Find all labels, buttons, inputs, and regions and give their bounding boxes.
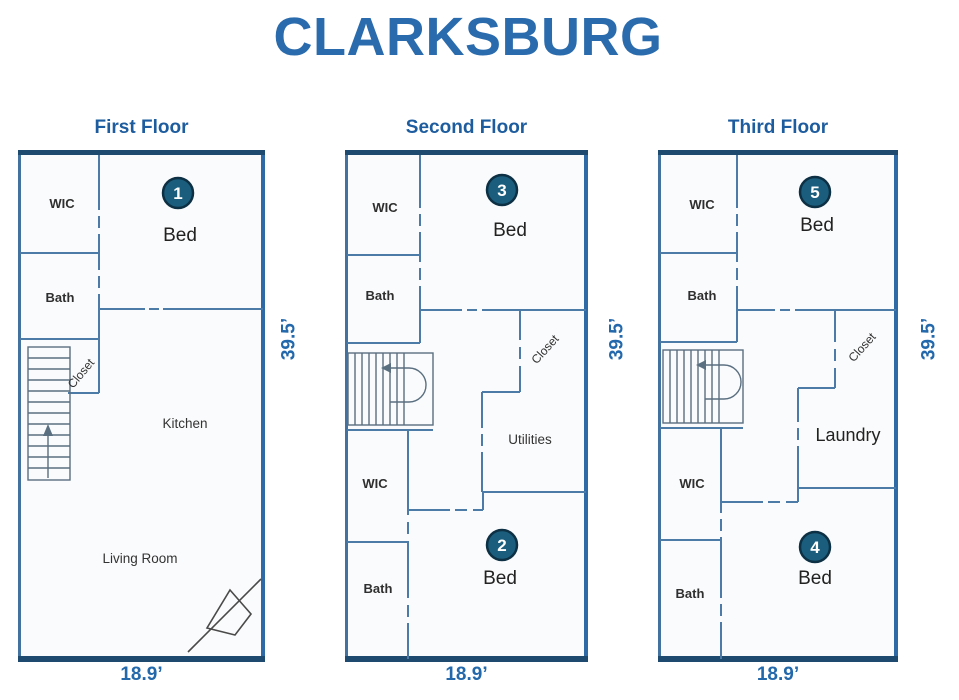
outer-walls [345, 150, 588, 662]
room-label-laundry: Laundry [815, 425, 880, 445]
stairs-icon [27, 346, 71, 481]
room-label-bath-upper: Bath [688, 288, 717, 303]
room-label-kitchen: Kitchen [162, 416, 207, 431]
room-label-bed-upper: Bed [493, 220, 527, 241]
first-floor-plan: WIC Bath Closet Kitchen Living Room 1 Be… [18, 150, 265, 662]
room-label-bed-upper: Bed [800, 215, 834, 236]
first-floor-width-dimension: 18.9’ [120, 664, 163, 685]
third-floor-plan: WIC Bath Closet Laundry WIC Bath 5 Bed 4… [658, 150, 898, 662]
room-label-bath-lower: Bath [676, 586, 705, 601]
second-floor-height-dimension: 39.5’ [606, 317, 628, 361]
second-floor-width-dimension: 18.9’ [445, 664, 488, 685]
first-floor-title: First Floor [94, 117, 189, 138]
second-floor-title: Second Floor [405, 117, 528, 138]
bed-number-badge [161, 176, 195, 210]
room-label-bath: Bath [46, 290, 75, 305]
stairs-icon [347, 352, 434, 426]
room-label-bed: Bed [163, 225, 197, 246]
bed-number-badge [798, 175, 832, 209]
bed-number: 4 [810, 538, 820, 557]
third-floor-height-dimension: 39.5’ [918, 317, 940, 361]
bed-number: 5 [810, 183, 819, 202]
interior-walls [347, 155, 586, 659]
stairs-icon [662, 349, 744, 424]
room-label-wic-upper: WIC [689, 197, 715, 212]
third-floor-title: Third Floor [727, 117, 829, 138]
bed-number: 1 [173, 184, 182, 203]
room-label-bed-lower: Bed [483, 568, 517, 589]
entry-door-icon [187, 578, 262, 653]
room-label-wic: WIC [49, 196, 75, 211]
second-floor-plan: WIC Bath Closet Utilities WIC Bath 3 Bed… [345, 150, 588, 662]
room-label-wic-upper: WIC [372, 200, 398, 215]
bed-number: 3 [497, 181, 506, 200]
bed-number-badge [485, 173, 519, 207]
room-label-bath-lower: Bath [364, 581, 393, 596]
first-floor-height-dimension: 39.5’ [278, 317, 300, 361]
room-label-bath-upper: Bath [366, 288, 395, 303]
third-floor-width-dimension: 18.9’ [756, 664, 800, 685]
page-title: CLARKSBURG [273, 7, 663, 67]
interior-walls [660, 155, 896, 659]
room-label-bed-lower: Bed [798, 568, 832, 589]
floor-background [345, 150, 588, 662]
floor-background [18, 150, 265, 662]
bed-number-badge [798, 530, 832, 564]
room-label-utilities: Utilities [508, 432, 552, 447]
outer-walls [18, 150, 265, 662]
outer-walls [658, 150, 898, 662]
room-label-wic-lower: WIC [679, 476, 705, 491]
bed-number-badge [485, 528, 519, 562]
room-label-wic-lower: WIC [362, 476, 388, 491]
room-label-living-room: Living Room [102, 551, 177, 566]
bed-number: 2 [497, 536, 506, 555]
interior-walls [20, 155, 263, 394]
